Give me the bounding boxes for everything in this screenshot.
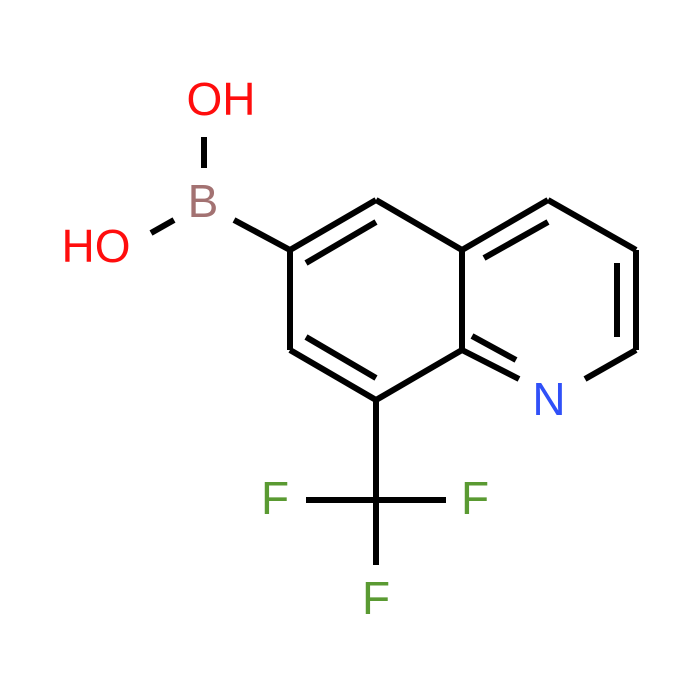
bond-c4a-c4-inner — [482, 219, 550, 261]
bond-c6-c5-inner — [304, 219, 378, 266]
atom-fluorine-right: F — [461, 472, 489, 524]
atom-labels: OH B HO N F F F — [62, 73, 566, 624]
bond-n1-c8a — [460, 347, 521, 382]
bond-c8a-c8 — [374, 347, 464, 403]
bond-c8-c7 — [288, 347, 378, 403]
bond-b-c6 — [232, 217, 292, 253]
bond-c8-c7-inner — [304, 334, 378, 381]
bond-b-oh-left — [149, 217, 176, 236]
atom-oh-top: OH — [187, 73, 256, 125]
bond-c5-c4a — [374, 197, 464, 253]
bonds — [149, 137, 639, 565]
atom-nitrogen: N — [532, 373, 565, 425]
bond-c4-c3 — [546, 197, 638, 253]
atom-fluorine-bottom: F — [362, 572, 390, 624]
bond-c2-n1 — [583, 347, 638, 382]
bond-c4a-c4 — [460, 197, 550, 253]
atom-boron: B — [188, 175, 219, 227]
atom-fluorine-left: F — [261, 472, 289, 524]
bond-c6-c5 — [288, 197, 378, 253]
bond-n1-c8a-inner — [470, 333, 518, 363]
atom-ho-left: HO — [62, 220, 131, 272]
